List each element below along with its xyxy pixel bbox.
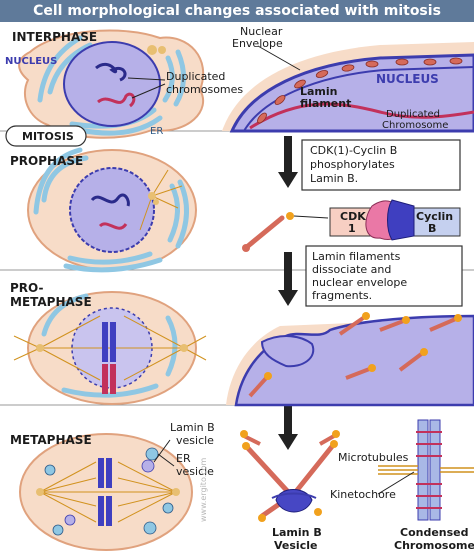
lamin-filament-label-1: Lamin: [300, 85, 338, 98]
phase-prometaphase-2: METAPHASE: [10, 295, 92, 309]
condensed-chromosome: [377, 419, 474, 521]
duplicated-chromosomes-label-1: Duplicated: [166, 70, 225, 83]
nucleus-label: NUCLEUS: [5, 56, 57, 67]
lamin-filament-label-2: filament: [300, 97, 351, 110]
phase-metaphase: METAPHASE: [10, 433, 92, 447]
kinetochore-label: Kinetochore: [330, 488, 396, 501]
nucleus-cutaway: [222, 42, 474, 133]
microtubules-label: Microtubules: [338, 451, 409, 464]
condensed-chromosome-label-2: Chromosome: [394, 539, 474, 552]
duplicated-chromosome-strand: [249, 102, 474, 130]
cyclin-label-2: B: [428, 222, 436, 235]
phosphorylated-lamin: [242, 212, 329, 252]
chromosome-red: [97, 92, 136, 108]
cdk-cyclin-complex: [329, 199, 461, 241]
cdk-note-line-3: Lamin B.: [310, 172, 358, 185]
cdk-note-line-2: phosphorylates: [310, 158, 395, 171]
cdk-label-2: 1: [348, 222, 356, 235]
centrosome: [147, 45, 157, 55]
title: Cell morphological changes associated wi…: [0, 0, 474, 22]
er-label: ER: [150, 126, 163, 137]
phase-interphase: INTERPHASE: [12, 30, 97, 44]
lamin-b-vesicle-bottom-2: Vesicle: [274, 539, 317, 552]
prophase-cell: [27, 147, 197, 273]
duplicated-chromosome-label-1: Duplicated: [386, 109, 440, 120]
nuclear-envelope-label-1: Nuclear: [240, 25, 283, 38]
lamin-b-vesicle-label-1: Lamin B: [170, 421, 215, 434]
duplicated-chromosome-label-2: Chromosome: [382, 120, 448, 131]
process-arrows: [278, 136, 298, 450]
chromosome-blue: [95, 62, 127, 82]
cyclin-label-1: Cyclin: [416, 210, 453, 223]
lamin-b-vesicle-label-2: vesicle: [176, 434, 214, 447]
cdk-note-box: [301, 139, 461, 191]
lamin-b-vesicle: [240, 430, 340, 522]
nucleus-large-label: NUCLEUS: [376, 72, 439, 86]
phase-mitosis: MITOSIS: [22, 130, 74, 143]
metaphase-cell: [19, 433, 193, 551]
cdk-note-line-1: CDK(1)-Cyclin B: [310, 144, 397, 157]
interphase-nucleus: [63, 41, 161, 127]
watermark: www.ergito.com: [199, 457, 208, 522]
phase-prophase: PROPHASE: [10, 154, 83, 168]
fragmented-nucleus: [226, 312, 474, 407]
condensed-chromosome-label-1: Condensed: [400, 526, 469, 539]
nuclear-envelope-label-2: Envelope: [232, 37, 283, 50]
prometaphase-cell: [13, 291, 207, 405]
er-vesicle-label-1: ER: [176, 452, 191, 465]
dissociation-line-1: Lamin filaments: [312, 250, 401, 263]
lamin-b-vesicle-bottom-1: Lamin B: [272, 526, 322, 539]
dissociation-note-box: [305, 245, 463, 307]
phase-prometaphase-1: PRO-: [10, 281, 43, 295]
cdk-label-1: CDK: [340, 210, 366, 223]
lamin-filament-network: [257, 57, 463, 124]
interphase-cell: [18, 29, 205, 139]
mitosis-tag: [5, 125, 87, 147]
duplicated-chromosomes-label-2: chromosomes: [166, 83, 243, 96]
dissociation-line-2: dissociate and: [312, 263, 391, 276]
dissociation-line-4: fragments.: [312, 289, 372, 302]
er-vesicle-label-2: vesicle: [176, 465, 214, 478]
dissociation-line-3: nuclear envelope: [312, 276, 407, 289]
